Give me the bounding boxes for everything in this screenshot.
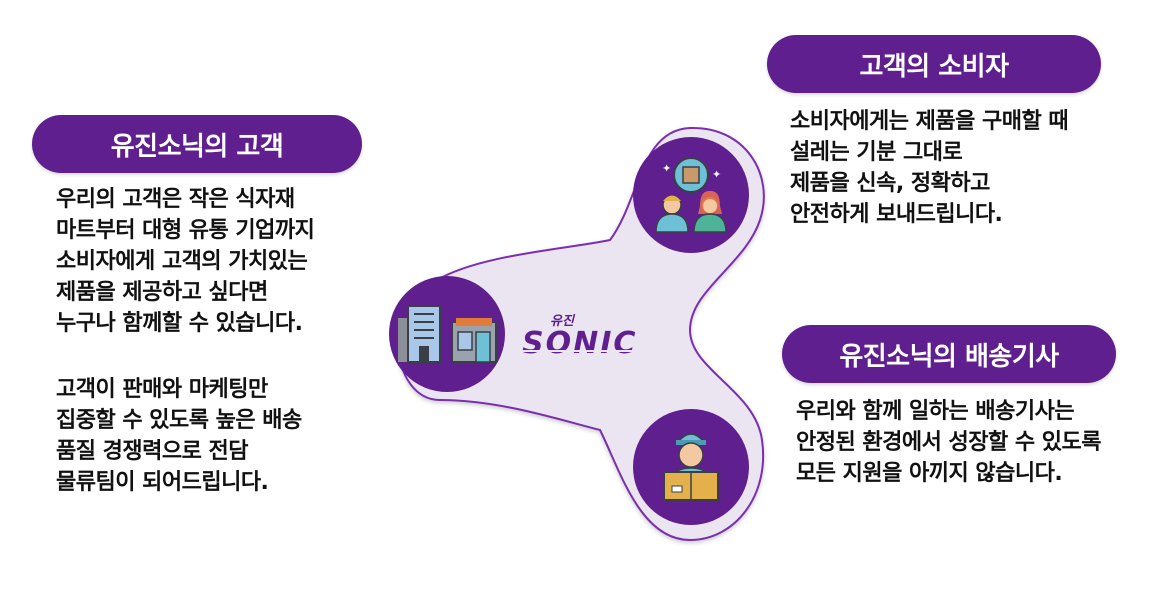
left-title-pill: 유진소닉의 고객 [32, 115, 362, 173]
sonic-logo: 유진 SONIC [520, 314, 672, 361]
bottom-right-title-pill: 유진소닉의 배송기사 [782, 325, 1116, 383]
bottom-right-title: 유진소닉의 배송기사 [839, 341, 1059, 372]
logo-brand: SONIC [522, 326, 637, 361]
svg-text:✦: ✦ [662, 162, 671, 175]
top-right-title-pill: 고객의 소비자 [767, 35, 1101, 93]
left-paragraph-2: 고객이 판매와 마케팅만 집중할 수 있도록 높은 배송 품질 경쟁력으로 전담… [56, 377, 302, 495]
delivery-person-icon [663, 433, 719, 501]
customers-icon: ✦ ✦ [655, 157, 727, 233]
top-right-title: 고객의 소비자 [859, 51, 1009, 82]
top-right-paragraph: 소비자에게는 제품을 구매할 때 설레는 기분 그대로 제품을 신속, 정확하고… [790, 109, 1069, 227]
left-paragraph-1: 우리의 고객은 작은 식자재 마트부터 대형 유통 기업까지 소비자에게 고객의… [56, 187, 315, 336]
svg-text:✦: ✦ [712, 168, 721, 181]
bottom-right-paragraph: 우리와 함께 일하는 배송기사는 안정된 환경에서 성장할 수 있도록 모든 지… [796, 399, 1102, 486]
left-title: 유진소닉의 고객 [110, 131, 284, 162]
logo-small-text: 유진 [550, 314, 576, 329]
buildings-icon [398, 305, 497, 363]
top-circle [633, 137, 749, 253]
